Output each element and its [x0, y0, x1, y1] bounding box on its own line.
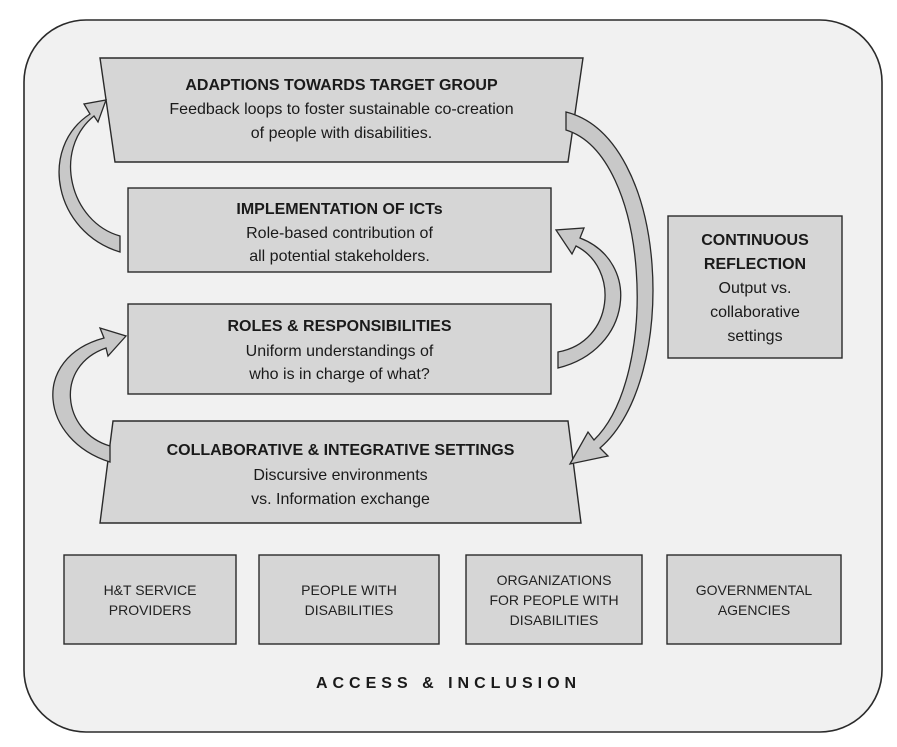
stakeholder-pwd-line2: DISABILITIES: [304, 601, 394, 618]
stakeholder-org-label: ORGANIZATIONS FOR PEOPLE WITH DISABILITI…: [466, 555, 642, 644]
reflection-title-line2: REFLECTION: [703, 256, 807, 273]
implementation-box: [127, 187, 552, 273]
implementation-line1: Role-based contribution of: [246, 225, 433, 242]
collaborative-box: [99, 420, 582, 524]
adaptions-title: ADAPTIONS TOWARDS TARGET GROUP: [185, 77, 498, 94]
implementation-title: IMPLEMENTATION OF ICTs: [236, 201, 443, 218]
curved-arrow-right-middle: [554, 227, 622, 369]
roles-box: [127, 303, 552, 395]
curved-arrow-right-long: [565, 111, 654, 465]
reflection-line2: collaborative: [710, 304, 800, 321]
curved-arrow-left-upper: [58, 99, 121, 253]
roles-line1: Uniform understandings of: [245, 343, 434, 360]
stakeholder-ht-line1: H&T SERVICE: [103, 581, 197, 598]
collaborative-line1: Discursive environments: [253, 467, 428, 484]
roles-title: ROLES & RESPONSIBILITIES: [227, 318, 452, 335]
adaptions-box: [99, 57, 584, 163]
reflection-line1: Output vs.: [718, 280, 792, 297]
stakeholder-ht-label: H&T SERVICE PROVIDERS: [64, 555, 236, 644]
stakeholder-box-gov: [666, 554, 842, 645]
roles-line2: who is in charge of what?: [249, 366, 430, 383]
stakeholder-box-org: [465, 554, 643, 645]
reflection-title-line1: CONTINUOUS: [701, 232, 809, 249]
stakeholder-org-line3: DISABILITIES: [509, 611, 599, 628]
footer-label: ACCESS & INCLUSION: [315, 675, 582, 692]
stakeholder-org-line2: FOR PEOPLE WITH: [489, 591, 619, 608]
collaborative-line2: vs. Information exchange: [251, 491, 430, 508]
stakeholder-org-line1: ORGANIZATIONS: [496, 571, 612, 588]
reflection-box: [667, 215, 843, 359]
stakeholder-pwd-line1: PEOPLE WITH: [301, 581, 397, 598]
curved-arrow-left-lower: [52, 326, 128, 463]
stakeholder-box-ht: [63, 554, 237, 645]
stakeholder-box-pwd: [258, 554, 440, 645]
reflection-line3: settings: [727, 328, 783, 345]
stakeholder-ht-line2: PROVIDERS: [108, 601, 192, 618]
stakeholder-pwd-label: PEOPLE WITH DISABILITIES: [259, 555, 439, 644]
implementation-line2: all potential stakeholders.: [249, 248, 430, 265]
stakeholder-gov-line1: GOVERNMENTAL: [695, 581, 813, 598]
adaptions-line1: Feedback loops to foster sustainable co-…: [169, 101, 514, 118]
adaptions-line2: of people with disabilities.: [250, 125, 433, 142]
collaborative-title: COLLABORATIVE & INTEGRATIVE SETTINGS: [166, 442, 515, 459]
stakeholder-gov-line2: AGENCIES: [717, 601, 791, 618]
stakeholder-gov-label: GOVERNMENTAL AGENCIES: [667, 555, 841, 644]
